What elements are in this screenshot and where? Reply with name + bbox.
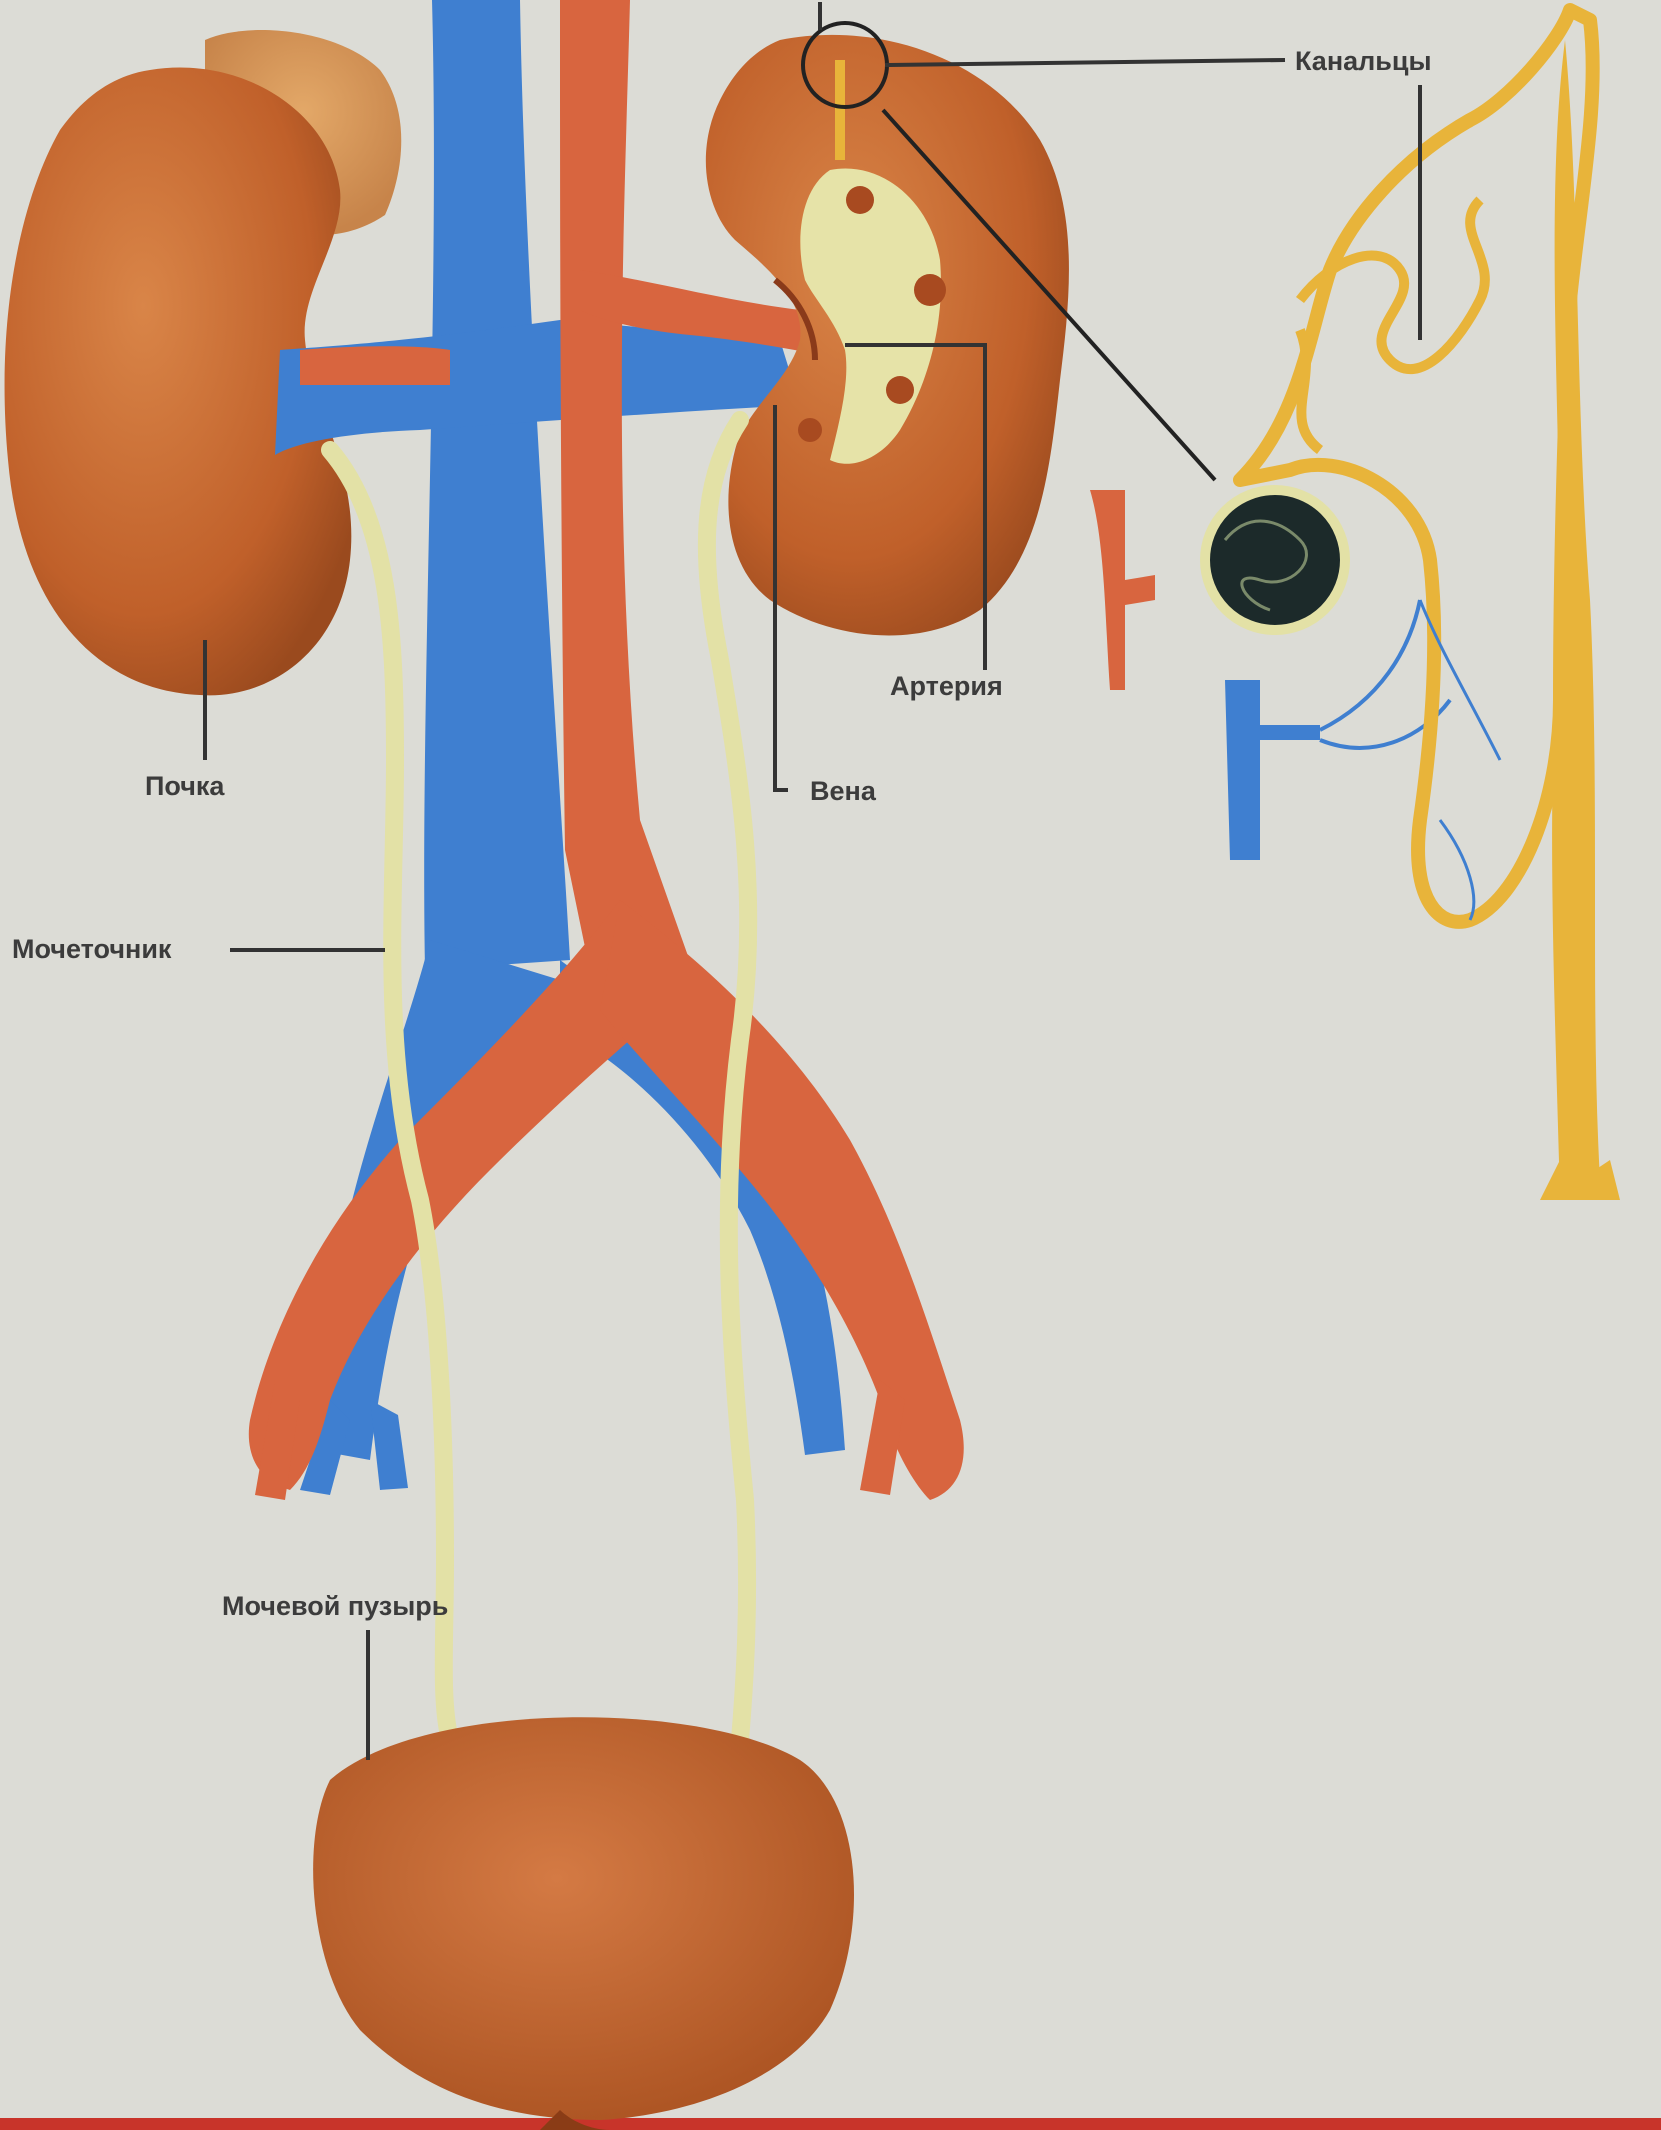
renal-artery-right: [580, 270, 846, 360]
collecting-duct: [1552, 40, 1600, 1200]
label-kidney: Почка: [145, 771, 225, 801]
bladder: [313, 1717, 854, 2130]
nephron-detail: [881, 3, 1620, 1200]
ureters: [321, 411, 758, 1749]
venule: [1225, 680, 1320, 860]
left-kidney: [4, 30, 402, 696]
label-bladder: Мочевой пузырь: [222, 1591, 448, 1621]
afferent-artery: [1090, 490, 1155, 690]
label-ureter: Мочеточник: [12, 934, 172, 964]
bottom-band: [0, 2118, 1661, 2130]
glomerulus: [1200, 485, 1350, 635]
left-kidney-body: [4, 67, 352, 696]
label-vein: Вена: [810, 776, 877, 806]
right-kidney-section: [705, 21, 1069, 636]
label-artery: Артерия: [890, 671, 1003, 701]
artery-system: [248, 0, 964, 1500]
leader-lines: [203, 2, 1422, 1760]
label-tubules: Канальцы: [1295, 46, 1432, 76]
renal-artery-left: [300, 346, 450, 385]
